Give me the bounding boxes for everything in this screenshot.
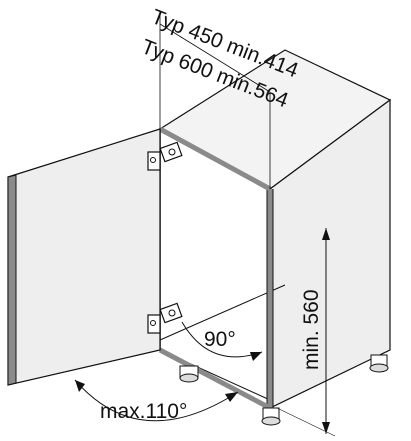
interior-floor-line bbox=[159, 284, 286, 341]
door-panel bbox=[7, 128, 161, 386]
side-arc-arrow-right bbox=[250, 352, 262, 361]
door-opening-arc bbox=[74, 379, 239, 422]
side-angle-label: 90° bbox=[204, 328, 236, 351]
depth-arrow-line bbox=[159, 23, 271, 93]
front-top-edge bbox=[158, 126, 272, 192]
door-arc-arrow-right bbox=[225, 392, 238, 402]
height-ext-bottom bbox=[276, 407, 336, 437]
foot-back-right bbox=[369, 354, 389, 373]
door-arc-arrow-left bbox=[75, 380, 85, 392]
height-label: min. 560 bbox=[300, 289, 323, 370]
height-arrow-bottom bbox=[322, 422, 330, 434]
upper-hinge bbox=[147, 141, 183, 171]
foot-front-left bbox=[179, 365, 199, 383]
lower-hinge bbox=[147, 302, 183, 334]
foot-front-right bbox=[261, 407, 281, 426]
front-bottom-edge bbox=[158, 347, 272, 411]
door-angle-label: max.110° bbox=[100, 400, 187, 423]
height-arrow-top bbox=[322, 228, 330, 240]
door-edge bbox=[7, 174, 17, 386]
